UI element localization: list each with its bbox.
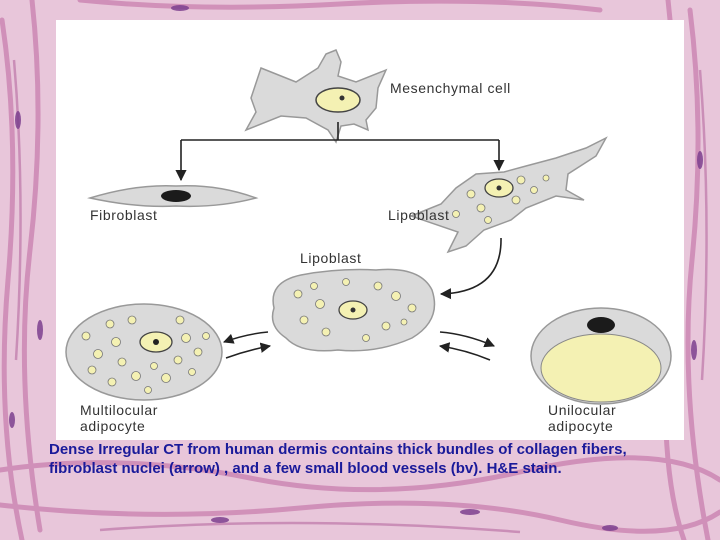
mesenchymal-cell (244, 49, 388, 144)
arrows-center-to-unilocular (438, 331, 495, 361)
unilocular-adipocyte-cell (530, 307, 672, 405)
multilocular-adipocyte-cell (65, 303, 223, 401)
arrows-center-to-multilocular (223, 331, 272, 359)
arrow-to-center-lipoblast (439, 237, 502, 300)
label-unilocular-line2: adipocyte (548, 418, 614, 434)
label-lipoblast-right: Lipoblast (388, 207, 450, 223)
fibroblast-cell (87, 185, 259, 208)
fibroblast-nucleus (161, 190, 191, 202)
label-fibroblast: Fibroblast (90, 207, 158, 223)
adipocyte-differentiation-diagram (56, 20, 684, 440)
label-unilocular-line1: Unilocular (548, 402, 617, 418)
label-multilocular-line1: Multilocular (80, 402, 158, 418)
figure-caption: Dense Irregular CT from human dermis con… (49, 441, 627, 477)
label-lipoblast-center: Lipoblast (300, 250, 362, 266)
mesenchymal-nucleus (315, 87, 361, 113)
lipid-droplet (540, 333, 662, 403)
label-multilocular-line2: adipocyte (80, 418, 146, 434)
unilocular-nucleus (587, 317, 615, 333)
lipoblast-right-cell (408, 136, 608, 254)
label-mesenchymal-cell: Mesenchymal cell (390, 80, 511, 96)
branch-arrows (175, 122, 505, 182)
lipoblast-center-cell (271, 268, 436, 352)
